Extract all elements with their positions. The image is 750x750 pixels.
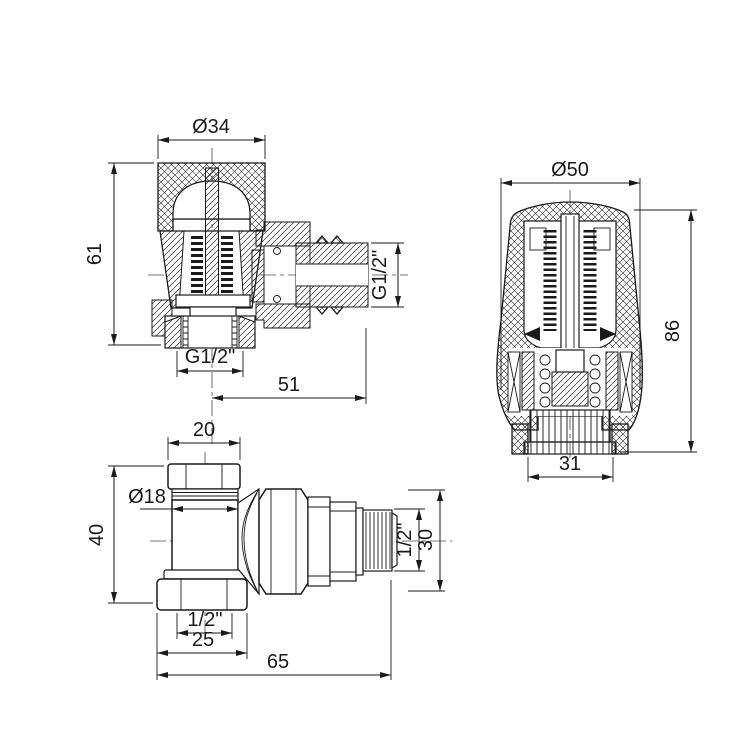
body-flange bbox=[163, 569, 247, 580]
collar-knob-right bbox=[611, 423, 629, 455]
spring-symbol-panels bbox=[507, 351, 633, 413]
cap-facet-lines bbox=[185, 464, 223, 489]
union-nut bbox=[258, 488, 309, 595]
seal-ring-bottom bbox=[273, 295, 281, 303]
cap-thread-ring bbox=[171, 488, 239, 501]
male-thread-ridges bbox=[365, 512, 391, 569]
plunger-guide bbox=[555, 349, 585, 373]
thread-groove bbox=[355, 507, 364, 576]
ball bbox=[589, 368, 601, 380]
ball bbox=[539, 354, 551, 366]
ball bbox=[539, 396, 551, 408]
seat-plate-upper bbox=[175, 294, 251, 308]
dim-label-valve-length: 51 bbox=[278, 374, 300, 396]
neck-ring-2 bbox=[329, 501, 357, 582]
neck-ring-1 bbox=[307, 496, 331, 587]
valve-body-tube bbox=[171, 499, 239, 573]
dim-label-head-height: 86 bbox=[662, 320, 684, 342]
h86-extension-lines bbox=[620, 209, 697, 453]
cone-curves bbox=[241, 488, 260, 595]
neck-ring-1-lines bbox=[308, 506, 330, 577]
cap-thread-lines bbox=[172, 492, 238, 497]
dim-label-view-inlet-thread: 1/2" bbox=[188, 609, 223, 631]
dia50-extension-lines bbox=[500, 178, 641, 390]
top-hex-cap bbox=[167, 463, 241, 490]
dim-label-body-diameter: Ø18 bbox=[128, 486, 166, 508]
w25-extension-lines bbox=[156, 613, 248, 680]
ball bbox=[589, 354, 601, 366]
drawing-angle-valve-view: 20 Ø18 40 1/2" 25 65 1/2" 30 bbox=[86, 419, 452, 680]
outlet-neck-hatch bbox=[251, 249, 265, 303]
collar-ribbed bbox=[529, 409, 611, 443]
dim-label-inlet-thread: G1/2" bbox=[185, 346, 235, 368]
inlet-nut-wall-hatch bbox=[164, 315, 256, 349]
dim-label-head-diameter: Ø50 bbox=[551, 159, 589, 181]
x-panel-left bbox=[507, 351, 521, 413]
dim-label-view-outlet-thread: 1/2" bbox=[394, 523, 416, 558]
x-panel-right-cross bbox=[619, 351, 633, 413]
plunger-hatch bbox=[551, 371, 589, 407]
neck-ring-2-lines bbox=[330, 510, 356, 573]
dim-label-outlet-thread: G1/2" bbox=[369, 250, 391, 300]
union-nut-bottom-section bbox=[255, 303, 311, 329]
dim-label-outlet-height: 30 bbox=[415, 529, 437, 551]
dim-label-head-base-width: 31 bbox=[559, 453, 581, 475]
head-spindle bbox=[560, 213, 580, 355]
tailpiece-bore-lines bbox=[296, 263, 368, 287]
spindle-inner-lines bbox=[565, 216, 575, 352]
bottom-hex-nut bbox=[156, 578, 248, 611]
collar-knob-left bbox=[511, 423, 529, 455]
union-nut-top-section bbox=[255, 221, 311, 247]
dim-label-cap-width: 20 bbox=[193, 419, 215, 441]
union-nut-facets bbox=[270, 489, 297, 594]
ball bbox=[589, 396, 601, 408]
dia34-extension-lines bbox=[157, 135, 266, 159]
dim-label-nut-width: 25 bbox=[192, 629, 214, 651]
tailpiece-bore bbox=[296, 264, 368, 286]
ball bbox=[539, 368, 551, 380]
seal-ring-top bbox=[273, 247, 281, 255]
cup-pocket-right bbox=[593, 227, 611, 251]
drawing-thermostatic-head: Ø50 86 31 bbox=[496, 159, 697, 482]
cup-pocket-left bbox=[529, 227, 547, 251]
male-thread-teeth bbox=[314, 235, 345, 315]
ball bbox=[539, 382, 551, 394]
female-thread-ticks bbox=[183, 320, 237, 346]
male-thread bbox=[362, 509, 393, 572]
x-panel-left-cross bbox=[507, 351, 521, 413]
drawing-angle-valve-cross-section: Ø34 61 G1/2" G1/2" 51 bbox=[84, 116, 408, 445]
female-thread-lines bbox=[182, 316, 238, 348]
x-panel-right bbox=[619, 351, 633, 413]
dim-label-view-height: 40 bbox=[86, 524, 108, 546]
h40-extension-lines bbox=[108, 465, 164, 604]
ball bbox=[589, 382, 601, 394]
dim-label-cap-diameter: Ø34 bbox=[192, 116, 230, 138]
ball-bearings bbox=[539, 354, 601, 408]
dim-label-valve-height: 61 bbox=[84, 243, 106, 265]
dim-label-view-length: 65 bbox=[267, 651, 289, 673]
thread-end-chamfer bbox=[391, 511, 398, 570]
nut-facet-lines bbox=[180, 579, 228, 610]
